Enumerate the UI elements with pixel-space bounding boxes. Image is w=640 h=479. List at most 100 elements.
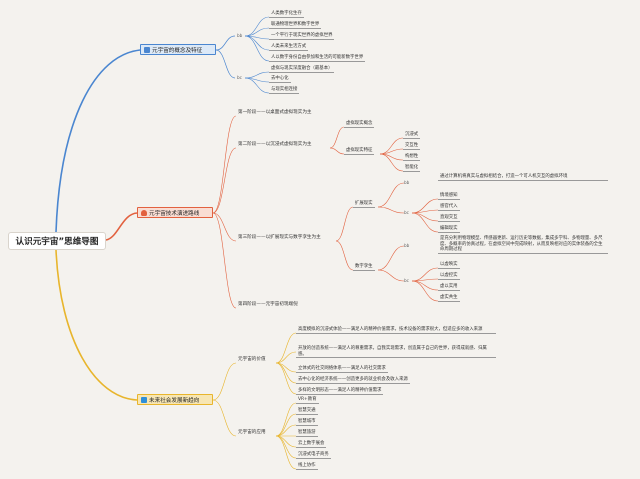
xr-item-2[interactable]: 直观交互 xyxy=(438,215,460,222)
link-values-1 xyxy=(275,351,297,364)
link-xr-items-0 xyxy=(411,198,439,214)
branch-tech-title: 元宇宙技术演进路线 xyxy=(149,210,200,217)
link-root-society xyxy=(55,249,138,401)
society-app-6[interactable]: 线上协作 xyxy=(296,463,318,470)
link-concept-a xyxy=(215,35,236,51)
link-xr-0 xyxy=(377,182,405,208)
link-stage2-0 xyxy=(329,126,345,149)
twin-item-2[interactable]: 虚以实用 xyxy=(438,284,460,291)
concept-item-b-1[interactable]: 去中心化 xyxy=(269,76,291,83)
concept-item-a-3[interactable]: 人类未来生活方式 xyxy=(269,44,309,51)
link-apps-6 xyxy=(275,435,297,470)
link-xr-1 xyxy=(377,206,405,214)
twin-item-1[interactable]: 以虚控实 xyxy=(438,273,460,280)
twin-tag-b: bc xyxy=(404,278,409,283)
xr-item-3[interactable]: 编辑现实 xyxy=(438,226,460,233)
society-app-1[interactable]: 智慧交通 xyxy=(296,408,318,415)
tech-feature-1[interactable]: 交互性 xyxy=(403,143,421,150)
society-value-0[interactable]: 高度模拟的沉浸式体验——满足人的精神价值需求，技术设备的需求很大，但适应多的收入… xyxy=(296,327,496,334)
xr-tag-b: bc xyxy=(404,210,409,215)
link-apps-2 xyxy=(275,424,297,437)
link-concept-b-items-2 xyxy=(244,77,270,94)
link-root-concept xyxy=(55,49,141,233)
link-twin-items-1 xyxy=(411,278,439,282)
link-stage2-1 xyxy=(329,147,345,155)
tech-stage-3[interactable]: 第三阶段——以扩展现实与数字孪生为主 xyxy=(238,235,321,240)
society-app-5[interactable]: 沉浸式电子商务 xyxy=(296,452,331,459)
society-app-2[interactable]: 智慧城市 xyxy=(296,419,318,426)
xr-tag-a: bb xyxy=(404,180,410,185)
xr-item-1[interactable]: 感官代入 xyxy=(438,204,460,211)
concept-item-a-2[interactable]: 一个平行于现实世界的虚拟世界 xyxy=(269,33,335,40)
tech-stage2-feature[interactable]: 虚拟现实特征 xyxy=(344,148,375,155)
tech-stage-4[interactable]: 第四阶段——元宇宙初现端倪 xyxy=(238,302,298,307)
society-app-0[interactable]: VR+教育 xyxy=(296,397,319,404)
link-apps-0 xyxy=(275,402,297,437)
twin-item-0[interactable]: 以虚映实 xyxy=(438,262,460,269)
link-tech-stages-3 xyxy=(212,212,237,309)
link-concept-b-items-0 xyxy=(244,71,270,79)
tech-stage-2[interactable]: 第二阶段——以沉浸式虚拟现实为主 xyxy=(238,142,312,147)
society-app-label[interactable]: 元宇宙的应用 xyxy=(238,430,266,435)
link-values-4 xyxy=(275,362,297,395)
tech-twin[interactable]: 数字孪生 xyxy=(353,264,375,271)
concept-item-b-0[interactable]: 虚拟与现实深度融合（最基本） xyxy=(269,66,335,73)
link-features-0 xyxy=(379,137,404,155)
link-concept-b xyxy=(215,49,236,79)
link-features-3 xyxy=(379,153,404,172)
link-tech-stages-1 xyxy=(212,147,237,214)
concept-tag-a: bb xyxy=(237,33,243,38)
tech-xr-desc[interactable]: 通过计算机将真实与虚拟相结合，打造一个可人机交互的虚拟环境 xyxy=(438,174,608,181)
fire-icon xyxy=(141,209,147,216)
tech-feature-2[interactable]: 构想性 xyxy=(403,154,421,161)
society-value-2[interactable]: 立体式的社交网络体系——满足人的社交需求 xyxy=(296,366,388,373)
link-tech-stages-0 xyxy=(212,115,237,214)
link-twin-items-2 xyxy=(411,280,439,291)
tech-stage-1[interactable]: 第一阶段——以桌面式虚拟现实为主 xyxy=(238,110,312,115)
link-values-0 xyxy=(275,332,297,364)
xr-item-0[interactable]: 情境感知 xyxy=(438,193,460,200)
link-tech-stages-2 xyxy=(212,212,237,242)
link-xr-items-2 xyxy=(411,212,439,222)
branch-tech[interactable]: 元宇宙技术演进路线 xyxy=(137,207,213,218)
link-twin-items-0 xyxy=(411,267,439,282)
link-twin-items-3 xyxy=(411,280,439,302)
tech-xr[interactable]: 扩展现实 xyxy=(353,201,375,208)
tech-twin-desc[interactable]: 是充分利用物理模型、传感器更新、运行历史等数据，集成多学科、多物理量、多尺度、多… xyxy=(438,236,608,254)
twin-item-3[interactable]: 虚实共生 xyxy=(438,295,460,302)
link-society-1 xyxy=(212,399,237,437)
flag-icon xyxy=(141,396,147,403)
concept-item-a-1[interactable]: 联通物理世界和数字世界 xyxy=(269,22,322,29)
link-concept-a-items-1 xyxy=(244,27,270,37)
link-stage3-0 xyxy=(335,206,354,242)
link-twin-0 xyxy=(377,245,405,271)
concept-item-b-2[interactable]: 与现实相连接 xyxy=(269,87,300,94)
link-society-0 xyxy=(212,362,237,401)
tech-feature-0[interactable]: 沉浸式 xyxy=(403,132,421,139)
triangle-icon xyxy=(144,46,150,53)
tech-feature-3[interactable]: 智能化 xyxy=(403,165,421,172)
link-apps-4 xyxy=(275,435,297,448)
branch-concept-title: 元宇宙的概念及特征 xyxy=(152,47,203,54)
concept-item-a-4[interactable]: 人以数字身份自由参加和生活的可能新数字世界 xyxy=(269,55,366,62)
link-apps-1 xyxy=(275,413,297,437)
link-root-tech xyxy=(105,212,138,241)
society-app-4[interactable]: 云上数字展会 xyxy=(296,441,327,448)
root-node[interactable]: 认识元宇宙”思维导图 xyxy=(8,232,106,250)
link-xr-items-3 xyxy=(411,212,439,233)
society-value-1[interactable]: 开放的创造系统——满足人的尊重需求，自我实现需求，创造属于自己的世界，获得成就感… xyxy=(296,346,496,359)
branch-concept[interactable]: 元宇宙的概念及特征 xyxy=(140,44,216,55)
branch-society[interactable]: 未来社会发展新趋向 xyxy=(137,394,213,405)
twin-tag-a: bb xyxy=(404,243,410,248)
society-value-3[interactable]: 去中心化的经济系统——创造更多的就业机会及收入来源 xyxy=(296,377,410,384)
link-stage3-1 xyxy=(335,240,354,271)
society-value-label[interactable]: 元宇宙的价值 xyxy=(238,357,266,362)
society-value-4[interactable]: 多样的文明形态——满足人的精神价值需求 xyxy=(296,388,384,395)
society-app-3[interactable]: 智慧旅游 xyxy=(296,430,318,437)
link-concept-a-items-0 xyxy=(244,16,270,37)
concept-item-a-0[interactable]: 人类数字化生存 xyxy=(269,11,304,18)
concept-tag-b: bc xyxy=(237,75,242,80)
tech-stage2-concept[interactable]: 虚拟现实概念 xyxy=(344,121,375,128)
